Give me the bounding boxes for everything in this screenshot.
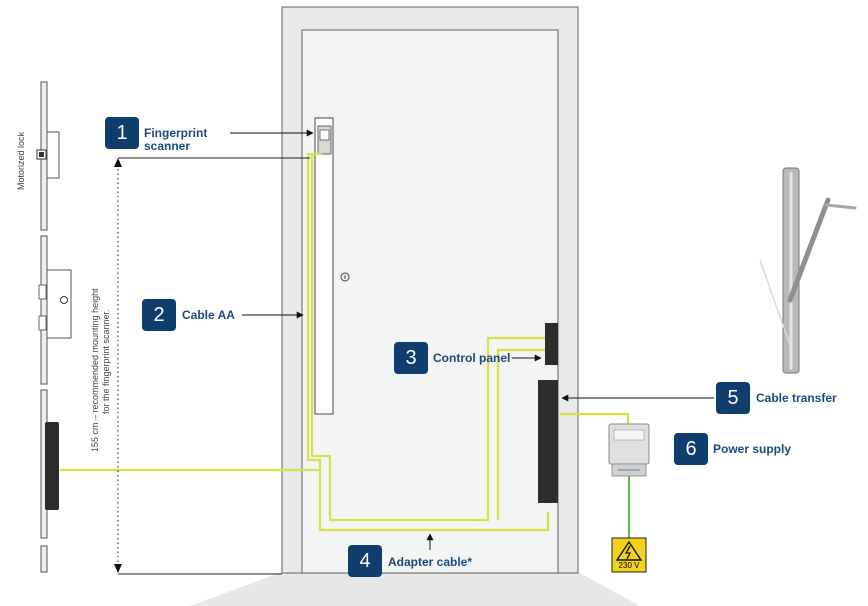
label-motorized-lock: Motorized lock bbox=[16, 131, 26, 190]
label-cable-transfer: Cable transfer bbox=[756, 391, 837, 405]
door-leaf bbox=[301, 29, 559, 574]
label-voltage: 230 V bbox=[618, 561, 640, 570]
badge-6: 6 bbox=[674, 433, 708, 465]
label-fingerprint-line2: scanner bbox=[144, 139, 191, 153]
label-fingerprint-scanner: Fingerprint scanner bbox=[144, 127, 207, 153]
lock-strip-middle bbox=[38, 235, 72, 385]
label-control-panel: Control panel bbox=[433, 351, 511, 365]
cable-routing bbox=[60, 152, 630, 532]
label-cable-aa: Cable AA bbox=[182, 308, 235, 322]
badge-5: 5 bbox=[716, 382, 750, 414]
control-panel-device bbox=[545, 323, 558, 365]
power-supply-device bbox=[608, 423, 650, 477]
floor-shadow bbox=[190, 572, 640, 606]
lock-strip-foot bbox=[40, 545, 48, 573]
lock-strip-top bbox=[36, 81, 60, 231]
high-voltage-sign bbox=[611, 537, 647, 573]
lock-cylinder-icon bbox=[340, 272, 350, 282]
label-fingerprint-line1: Fingerprint bbox=[144, 126, 208, 140]
badge-4: 4 bbox=[348, 545, 382, 577]
label-height-line2: for the fingerprint scanner. bbox=[101, 309, 111, 414]
handle-bar bbox=[314, 117, 334, 415]
height-dimension-line bbox=[114, 157, 310, 575]
label-power-supply: Power supply bbox=[713, 442, 792, 456]
label-adapter-cable: Adapter cable* bbox=[388, 555, 473, 569]
label-height-line1: 155 cm – recommended mounting height bbox=[90, 288, 100, 452]
badge-2: 2 bbox=[142, 299, 176, 331]
cable-transfer-photo bbox=[759, 167, 857, 374]
badge-1: 1 bbox=[105, 117, 139, 149]
badge-3: 3 bbox=[394, 342, 428, 374]
lock-strip-bottom bbox=[40, 389, 59, 539]
cable-transfer-device bbox=[538, 380, 558, 503]
